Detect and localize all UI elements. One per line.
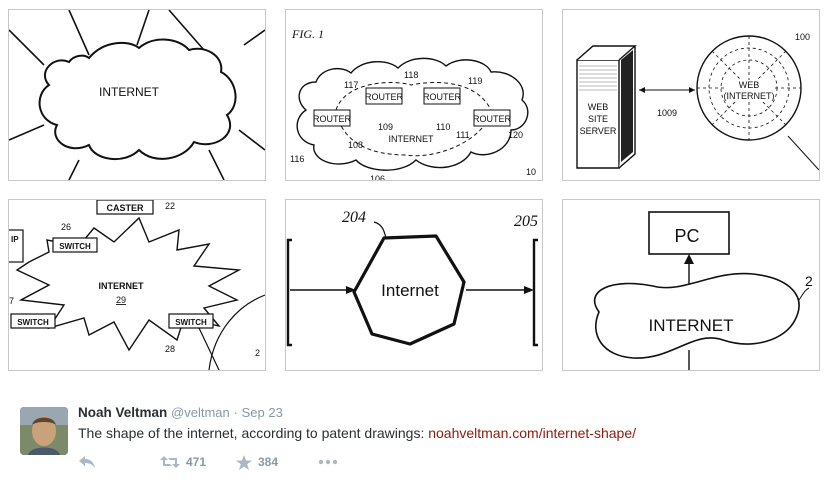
internet-label: INTERNET xyxy=(99,281,145,291)
router-box: ROUTER xyxy=(313,109,352,127)
tweet-link[interactable]: noahveltman.com/internet-shape/ xyxy=(428,425,637,441)
switch-box: SWITCH xyxy=(168,313,214,329)
svg-text:SWITCH: SWITCH xyxy=(17,318,49,327)
author-handle[interactable]: @veltman xyxy=(171,405,230,420)
ref-number: 117 xyxy=(344,80,358,90)
web-server-drawing: WEB SITE SERVER 1009 WEB (INTERNET) 100 xyxy=(576,32,819,171)
svg-text:ROUTER: ROUTER xyxy=(423,92,462,102)
ref-number: 108 xyxy=(348,140,363,150)
server-label: SERVER xyxy=(580,126,617,136)
internet-label: INTERNET xyxy=(649,316,734,335)
svg-text:IP: IP xyxy=(11,235,19,244)
cloud-drawing: INTERNET xyxy=(9,10,265,180)
ref-number: 7 xyxy=(9,296,14,306)
ref-number: 2 xyxy=(805,273,813,289)
svg-text:ROUTER: ROUTER xyxy=(313,114,352,124)
retweet-count: 471 xyxy=(186,455,207,469)
router-box: ROUTER xyxy=(423,87,462,105)
ref-number: 204 xyxy=(342,209,366,226)
patent-image-switches[interactable]: CASTER IP SWITCH SWITCH SWITCH INTERNET … xyxy=(8,199,266,371)
ref-number: 109 xyxy=(378,122,393,132)
tweet-date[interactable]: Sep 23 xyxy=(241,405,283,420)
pc-internet-drawing: PC INTERNET 2 xyxy=(593,211,813,370)
retweet-icon xyxy=(160,456,180,468)
avatar-photo xyxy=(20,407,68,455)
caster-box: CASTER xyxy=(96,200,154,215)
hexagon-label: Internet xyxy=(381,281,439,300)
favorite-button[interactable]: 384 xyxy=(236,453,278,471)
patent-image-hexagon[interactable]: Internet 204 205 xyxy=(285,199,543,371)
patent-image-web-server[interactable]: WEB SITE SERVER 1009 WEB (INTERNET) 100 xyxy=(562,9,820,181)
svg-text:SWITCH: SWITCH xyxy=(59,242,91,251)
router-network-drawing: FIG. 1 ROUTER ROUTER ROUTER ROUTER INTER… xyxy=(290,27,536,180)
router-box: ROUTER xyxy=(473,109,512,127)
reply-arrow-icon xyxy=(79,456,95,468)
svg-text:CASTER: CASTER xyxy=(106,203,144,213)
server-label: SITE xyxy=(588,114,608,124)
avatar[interactable] xyxy=(20,407,68,455)
hexagon-drawing: Internet 204 205 xyxy=(286,209,538,347)
retweet-button[interactable]: 471 xyxy=(160,453,206,471)
svg-text:SWITCH: SWITCH xyxy=(175,318,207,327)
ref-number: 100 xyxy=(795,32,810,42)
tweet-text: The shape of the internet, according to … xyxy=(78,425,636,441)
server-label: WEB xyxy=(588,102,609,112)
internet-label: INTERNET xyxy=(389,134,435,144)
more-button[interactable] xyxy=(318,453,338,471)
switch-box: SWITCH xyxy=(10,313,56,329)
fig-label: FIG. 1 xyxy=(291,27,324,41)
ref-number: 10 xyxy=(526,167,536,177)
ip-box: IP xyxy=(9,229,24,263)
author-name[interactable]: Noah Veltman xyxy=(78,405,168,420)
pc-label: PC xyxy=(674,226,699,246)
ref-number: 28 xyxy=(165,344,175,354)
switch-burst-drawing: CASTER IP SWITCH SWITCH SWITCH INTERNET … xyxy=(9,200,265,370)
web-label: (INTERNET) xyxy=(724,91,775,101)
switch-box: SWITCH xyxy=(52,237,98,253)
ref-number: 120 xyxy=(508,130,523,140)
svg-text:ROUTER: ROUTER xyxy=(473,114,512,124)
ref-number: 22 xyxy=(165,201,175,211)
internet-ref: 29 xyxy=(116,295,126,305)
router-box: ROUTER xyxy=(365,87,404,105)
ref-number: 119 xyxy=(468,76,482,86)
ref-number: 26 xyxy=(61,222,71,232)
patent-image-routers[interactable]: FIG. 1 ROUTER ROUTER ROUTER ROUTER INTER… xyxy=(285,9,543,181)
tweet-header: Noah Veltman @veltman · Sep 23 xyxy=(78,405,283,420)
ref-number: 111 xyxy=(456,130,470,140)
patent-image-pc[interactable]: PC INTERNET 2 xyxy=(562,199,820,371)
tweet-body: The shape of the internet, according to … xyxy=(78,425,429,441)
separator-dot: · xyxy=(233,405,238,420)
favorite-count: 384 xyxy=(258,455,279,469)
ref-number: 205 xyxy=(514,213,538,230)
ref-number: 110 xyxy=(436,122,450,132)
reply-button[interactable] xyxy=(78,453,96,471)
ref-number: 106 xyxy=(370,174,385,180)
more-dots-icon xyxy=(318,459,338,465)
patent-image-cloud[interactable]: INTERNET xyxy=(8,9,266,181)
cloud-label: INTERNET xyxy=(99,85,160,99)
ref-number: 116 xyxy=(290,154,304,164)
star-icon xyxy=(236,454,252,470)
svg-text:ROUTER: ROUTER xyxy=(365,92,404,102)
ref-number: 2 xyxy=(255,348,260,358)
ref-number: 1009 xyxy=(657,108,677,118)
web-label: WEB xyxy=(739,80,760,90)
ref-number: 118 xyxy=(404,70,418,80)
tweet-actions: 471 384 xyxy=(78,453,378,471)
